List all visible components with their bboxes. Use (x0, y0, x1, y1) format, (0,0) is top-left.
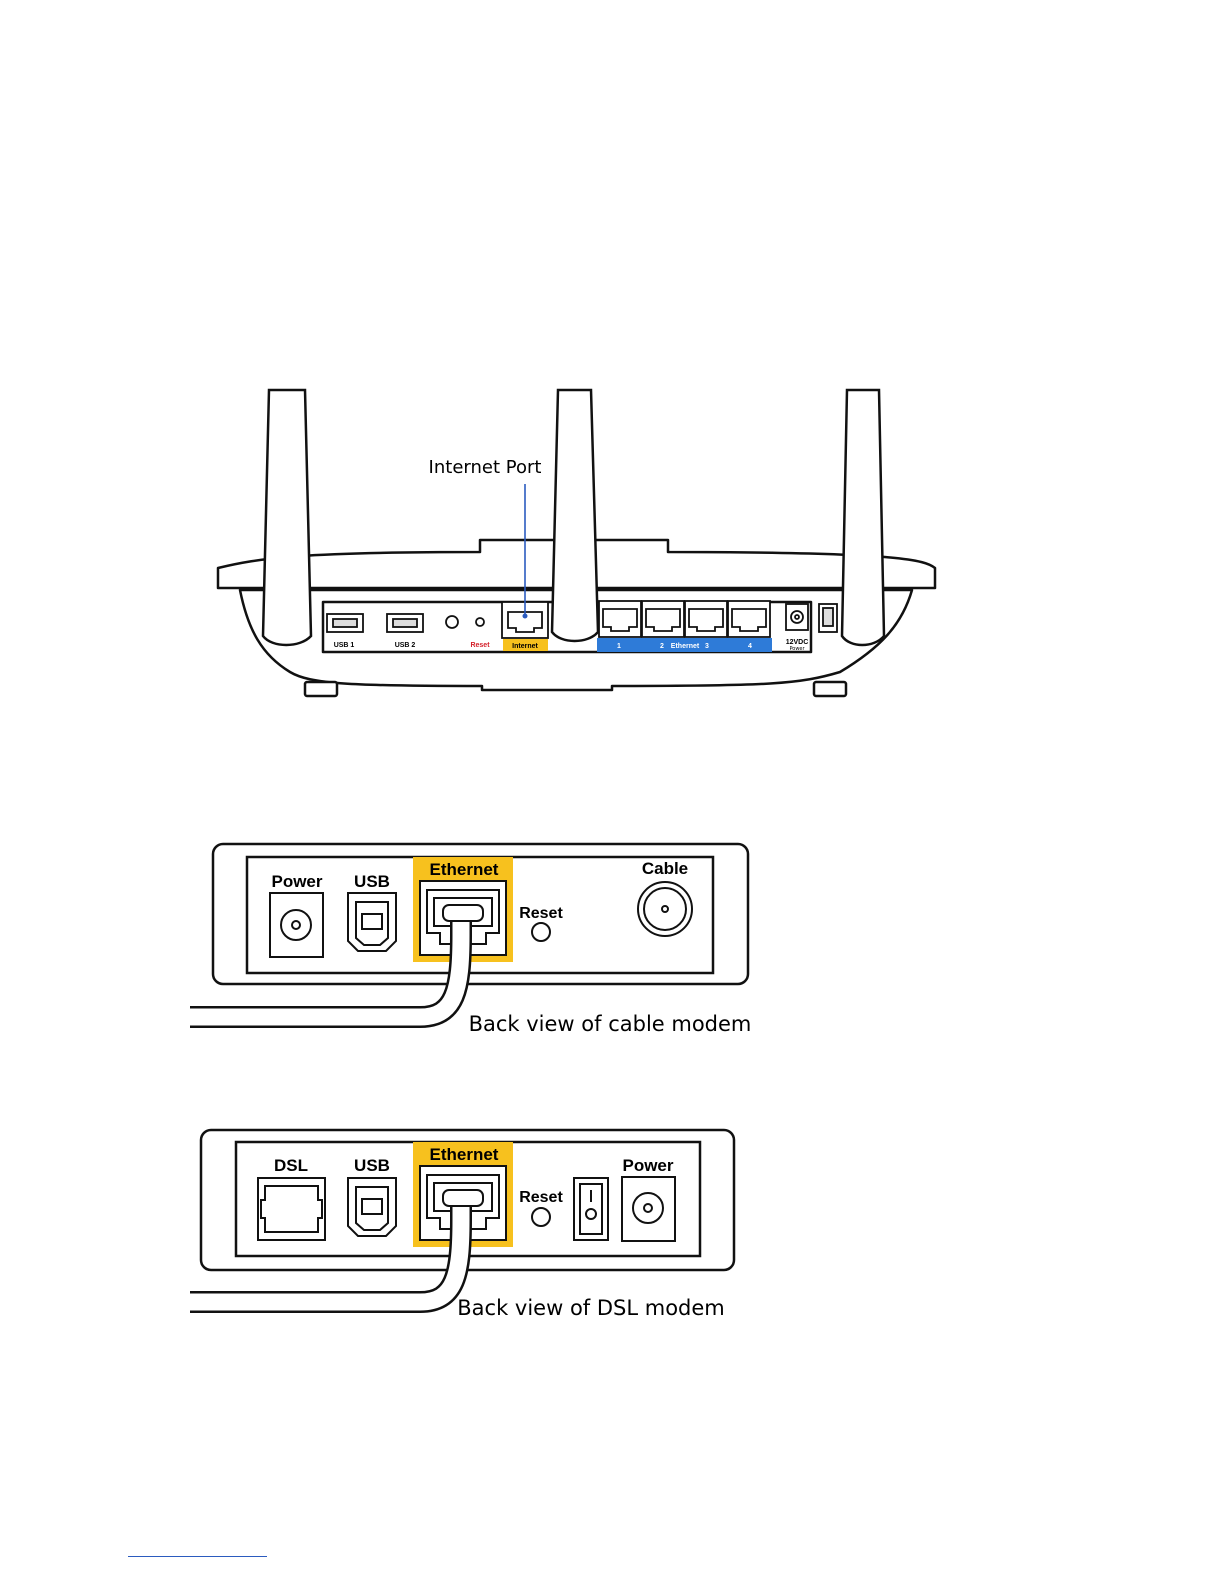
usb2-label: USB 2 (395, 642, 416, 649)
reset-label: Reset (470, 642, 490, 649)
wps-button (446, 616, 458, 628)
cable-coax-port (638, 882, 692, 936)
dsl-modem-cable (190, 1198, 461, 1302)
cable-modem-caption: Back view of cable modem (469, 1012, 752, 1036)
dsl-power-label: Power (622, 1156, 673, 1175)
eth2-label: 2 (660, 643, 664, 650)
router-back-diagram: USB 1 USB 2 Reset Internet 1 2 Ethernet … (0, 0, 1224, 760)
dsl-ethernet-highlight (413, 1142, 513, 1247)
internet-label: Internet (512, 643, 538, 650)
internet-port-callout: Internet Port (429, 457, 542, 478)
dsl-port (258, 1178, 325, 1240)
ethernet-label: Ethernet (671, 643, 700, 650)
cable-ethernet-label: Ethernet (430, 860, 499, 879)
usb1-label: USB 1 (334, 642, 355, 649)
cable-ethernet-port (420, 881, 506, 955)
cable-usb-label: USB (354, 872, 390, 891)
cable-modem-panel (247, 857, 713, 973)
power-label: Power (789, 646, 805, 652)
power-voltage-label: 12VDC (786, 639, 809, 646)
antenna-left (263, 390, 311, 645)
antenna-middle (552, 390, 598, 641)
dsl-reset-button (532, 1208, 550, 1226)
cable-usb-port (348, 893, 396, 951)
eth3-label: 3 (705, 643, 709, 650)
dsl-modem-caption: Back view of DSL modem (457, 1296, 725, 1320)
dsl-usb-label: USB (354, 1156, 390, 1175)
cable-power-jack (270, 893, 323, 957)
cable-reset-label: Reset (519, 905, 563, 922)
dsl-ethernet-port (420, 1166, 506, 1240)
antenna-right (842, 390, 884, 645)
cable-modem-cable (190, 913, 461, 1017)
cable-power-label: Power (271, 872, 322, 891)
cable-coax-label: Cable (642, 859, 688, 878)
footnote-rule (128, 1556, 267, 1557)
dsl-power-jack (622, 1177, 675, 1241)
reset-button (476, 618, 484, 626)
cable-reset-button (532, 923, 550, 941)
dsl-power-switch (574, 1178, 608, 1240)
dsl-port-label: DSL (274, 1156, 308, 1175)
dsl-usb-port (348, 1178, 396, 1236)
eth1-label: 1 (617, 643, 621, 650)
dsl-ethernet-label: Ethernet (430, 1145, 499, 1164)
router-foot-right (814, 682, 846, 696)
router-foot-left (305, 682, 337, 696)
dsl-modem-panel (236, 1142, 700, 1256)
cable-modem-outer (213, 844, 748, 984)
dsl-modem-outer (201, 1130, 734, 1270)
cable-ethernet-highlight (413, 857, 513, 962)
eth4-label: 4 (748, 643, 752, 650)
dsl-reset-label: Reset (519, 1189, 563, 1206)
